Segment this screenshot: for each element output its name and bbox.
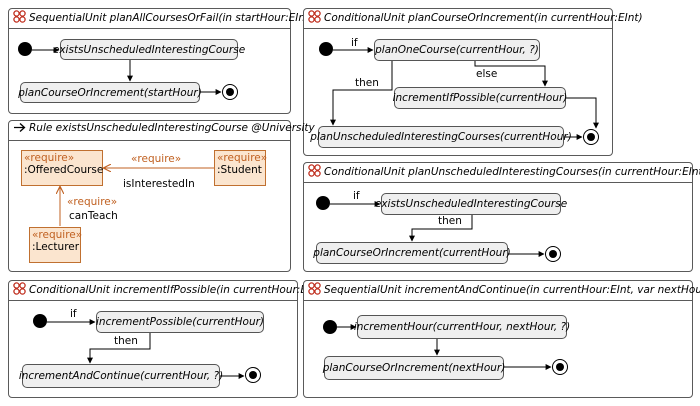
start-node[interactable] xyxy=(323,320,337,334)
if-label: if xyxy=(70,308,77,320)
unit-icon xyxy=(308,282,321,295)
then-label: then xyxy=(355,77,379,89)
stereotype-label: «require» xyxy=(32,229,83,241)
object-name: :OfferedCourse xyxy=(24,164,104,176)
edge-stereotype-label: «require» xyxy=(67,196,118,208)
edge-label-can-teach: canTeach xyxy=(69,210,118,222)
panel-title-text: Rule existsUnscheduledInterestingCourse … xyxy=(29,122,315,134)
object-lecturer[interactable]: «require» :Lecturer xyxy=(29,227,83,263)
panel-divider xyxy=(9,28,290,29)
unit-node[interactable]: planOneCourse(currentHour, ?) xyxy=(374,39,540,61)
panel-title-text: ConditionalUnit planUnscheduledInteresti… xyxy=(324,166,700,178)
unit-icon xyxy=(308,164,321,177)
panel-divider xyxy=(304,300,692,301)
end-node[interactable] xyxy=(222,84,238,100)
end-node[interactable] xyxy=(583,129,599,145)
panel-title: Rule existsUnscheduledInterestingCourse … xyxy=(13,122,315,134)
object-student[interactable]: «require» :Student xyxy=(214,150,268,186)
panel-title: SequentialUnit incrementAndContinue(in c… xyxy=(308,282,700,296)
end-node[interactable] xyxy=(545,246,561,262)
else-label: else xyxy=(476,68,498,80)
panel-title-text: ConditionalUnit planCourseOrIncrement(in… xyxy=(324,12,643,24)
start-node[interactable] xyxy=(33,314,47,328)
panel-title-text: SequentialUnit planAllCoursesOrFail(in s… xyxy=(29,12,314,24)
stereotype-label: «require» xyxy=(24,152,75,164)
object-name: :Student xyxy=(217,164,262,176)
start-node[interactable] xyxy=(316,196,330,210)
unit-node[interactable]: incrementHour(currentHour, nextHour, ?) xyxy=(354,315,570,339)
unit-node[interactable]: existsUnscheduledInterestingCourse xyxy=(53,39,245,60)
panel-title: ConditionalUnit planCourseOrIncrement(in… xyxy=(308,10,643,24)
start-node[interactable] xyxy=(319,42,333,56)
panel-divider xyxy=(304,182,692,183)
panel-divider xyxy=(9,140,290,141)
unit-icon xyxy=(13,282,26,295)
if-label: if xyxy=(351,37,358,49)
panel-increment-and-continue: SequentialUnit incrementAndContinue(in c… xyxy=(303,280,700,398)
unit-node[interactable]: planUnscheduledInterestingCourses(curren… xyxy=(310,126,572,148)
unit-node[interactable]: existsUnscheduledInterestingCourse xyxy=(375,193,567,215)
edge-label-is-interested-in: isInterestedIn xyxy=(123,178,195,190)
unit-node[interactable]: planCourseOrIncrement(currentHour) xyxy=(313,242,511,264)
unit-node[interactable]: incrementAndContinue(currentHour, ?) xyxy=(19,364,223,388)
object-name: :Lecturer xyxy=(32,241,80,253)
start-node[interactable] xyxy=(18,42,32,56)
then-label: then xyxy=(114,335,138,347)
unit-node[interactable]: incrementPossible(currentHour) xyxy=(96,311,264,333)
unit-icon xyxy=(308,10,321,23)
then-label: then xyxy=(438,215,462,227)
unit-node[interactable]: planCourseOrIncrement(startHour) xyxy=(18,82,202,103)
unit-node[interactable]: planCourseOrIncrement(nextHour) xyxy=(323,356,505,380)
if-label: if xyxy=(353,190,360,202)
panel-title: ConditionalUnit planUnscheduledInteresti… xyxy=(308,164,700,178)
end-node[interactable] xyxy=(552,359,568,375)
end-node[interactable] xyxy=(245,367,261,383)
unit-icon xyxy=(13,10,26,23)
panel-title-text: SequentialUnit incrementAndContinue(in c… xyxy=(324,284,700,296)
panel-divider xyxy=(304,28,612,29)
panel-divider xyxy=(9,300,297,301)
stereotype-label: «require» xyxy=(217,152,268,164)
object-offered-course[interactable]: «require» :OfferedCourse xyxy=(21,150,103,186)
panel-title: ConditionalUnit incrementIfPossible(in c… xyxy=(13,282,325,296)
unit-node[interactable]: incrementIfPossible(currentHour) xyxy=(393,87,567,109)
arrow-icon xyxy=(14,123,26,132)
edge-stereotype-label: «require» xyxy=(131,153,182,165)
panel-title: SequentialUnit planAllCoursesOrFail(in s… xyxy=(13,10,313,24)
panel-title-text: ConditionalUnit incrementIfPossible(in c… xyxy=(29,284,325,296)
